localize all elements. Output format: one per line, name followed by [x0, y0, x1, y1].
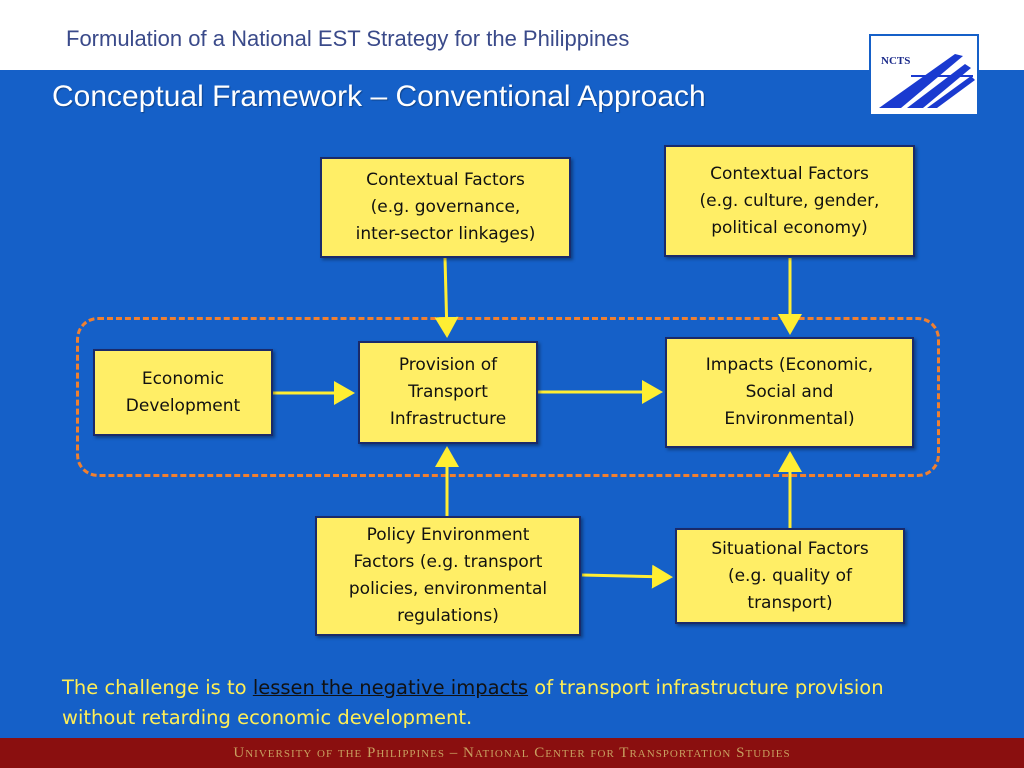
challenge-text-start: The challenge is to [62, 676, 253, 699]
box-contextual-factors-governance: Contextual Factors (e.g. governance, int… [320, 157, 571, 258]
box-policy-environment: Policy Environment Factors (e.g. transpo… [315, 516, 581, 636]
logo-text: NCTS [881, 55, 910, 67]
arrow-policy-to-situational [581, 564, 673, 589]
box-transport-infrastructure: Provision of Transport Infrastructure [358, 341, 538, 444]
box-contextual-factors-culture: Contextual Factors (e.g. culture, gender… [664, 145, 915, 257]
slide-title: Conceptual Framework – Conventional Appr… [52, 80, 706, 113]
box-economic-development: Economic Development [93, 349, 273, 436]
challenge-text-end: of transport infrastructure provision wi… [62, 676, 884, 729]
footer-band: University of the Philippines – National… [0, 738, 1024, 768]
header-title: Formulation of a National EST Strategy f… [66, 26, 630, 51]
system-boundary-frame [76, 317, 940, 477]
footer-text: University of the Philippines – National… [233, 744, 791, 761]
challenge-statement: The challenge is to lessen the negative … [62, 673, 942, 733]
box-impacts: Impacts (Economic, Social and Environmen… [665, 337, 914, 448]
ncts-logo: NCTS [869, 34, 979, 116]
arrow-governance-to-transport [434, 257, 459, 338]
header-band [0, 0, 1024, 70]
box-situational-factors: Situational Factors (e.g. quality of tra… [675, 528, 905, 624]
challenge-highlight: lessen the negative impacts [252, 676, 529, 699]
